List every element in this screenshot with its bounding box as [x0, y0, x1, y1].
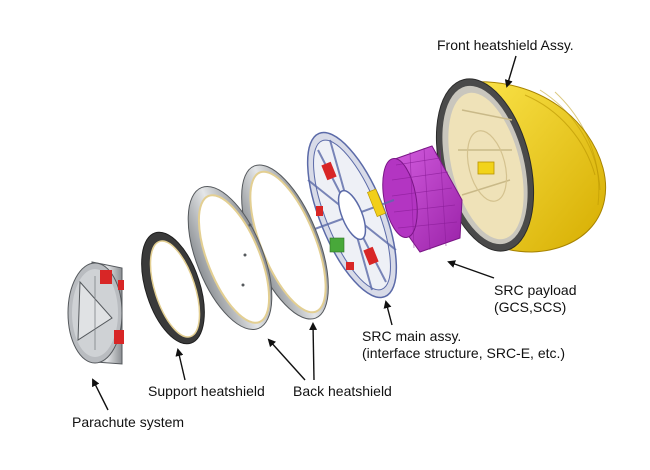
support-heatshield-label: Support heatshield: [148, 383, 265, 399]
back-heatshield-ring-1: [187, 185, 273, 331]
support-heatshield: [141, 231, 205, 345]
src-main-assy: [306, 131, 398, 299]
src-payload-label-line2: (GCS,SCS): [494, 299, 567, 315]
src-main-label-line1: SRC main assy.: [362, 328, 462, 344]
parachute-system: [67, 261, 124, 365]
front-heatshield-label: Front heatshield Assy.: [437, 37, 574, 53]
src-payload-label: SRC payload (GCS,SCS): [494, 282, 577, 316]
src-main-label: SRC main assy. (interface structure, SRC…: [362, 328, 565, 362]
back-heatshield-label: Back heatshield: [293, 383, 392, 399]
src-main-label-line2: (interface structure, SRC-E, etc.): [362, 345, 566, 361]
front-heatshield-assy: [435, 78, 607, 253]
parachute-system-label: Parachute system: [72, 414, 185, 430]
src-payload: [382, 145, 463, 253]
leader-arrows: [92, 55, 517, 411]
src-payload-label-line1: SRC payload: [494, 282, 577, 298]
